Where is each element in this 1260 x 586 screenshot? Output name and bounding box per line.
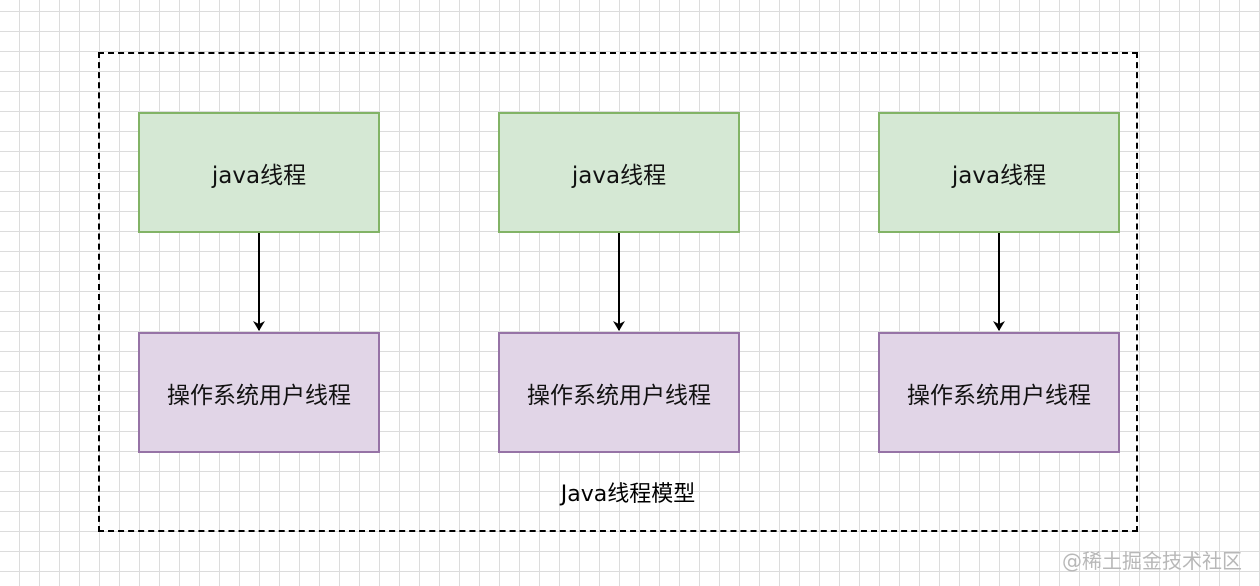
java-thread-label-3: java线程	[951, 162, 1047, 189]
java-thread-label-2: java线程	[571, 162, 667, 189]
os-user-thread-node-1: 操作系统用户线程	[138, 332, 380, 453]
os-user-thread-node-3: 操作系统用户线程	[878, 332, 1120, 453]
os-user-thread-node-2: 操作系统用户线程	[498, 332, 740, 453]
os-user-thread-label-3: 操作系统用户线程	[907, 382, 1091, 409]
java-thread-node-3: java线程	[878, 112, 1120, 233]
java-thread-node-1: java线程	[138, 112, 380, 233]
watermark: @稀土掘金技术社区	[1062, 549, 1242, 573]
java-thread-label-1: java线程	[211, 162, 307, 189]
group-title: Java线程模型	[560, 482, 696, 507]
java-thread-node-2: java线程	[498, 112, 740, 233]
java-thread-model-group	[98, 52, 1138, 532]
os-user-thread-label-1: 操作系统用户线程	[167, 382, 351, 409]
os-user-thread-label-2: 操作系统用户线程	[527, 382, 711, 409]
